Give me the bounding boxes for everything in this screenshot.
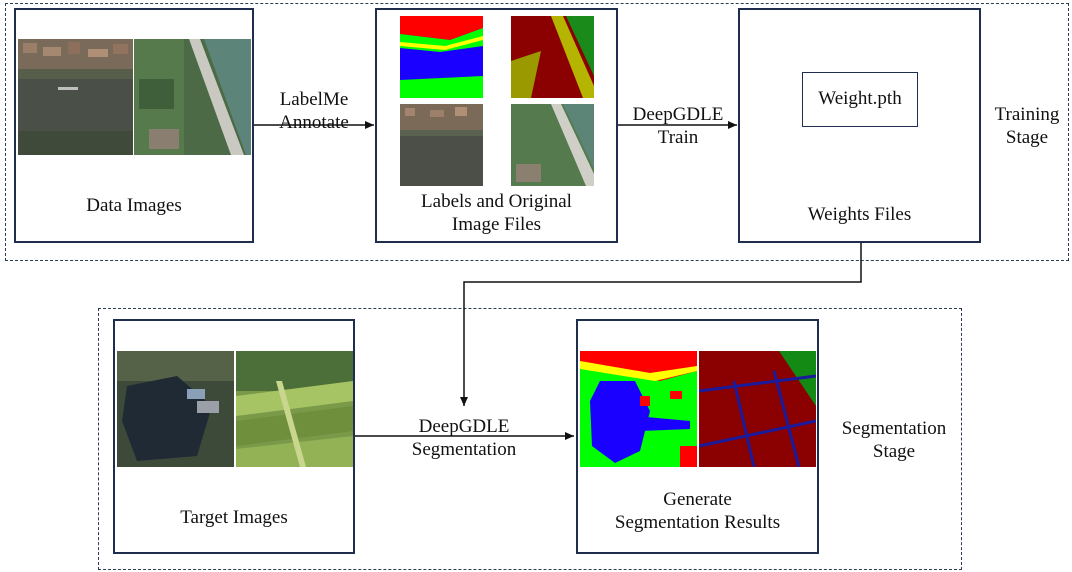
labels-caption-line2: Image Files bbox=[451, 213, 542, 235]
weight-file-label: Weight.pth bbox=[818, 88, 902, 109]
segment-label: DeepGDLE Segmentation bbox=[404, 416, 524, 462]
segmentation-stage-line1: Segmentation bbox=[841, 418, 947, 439]
training-stage-line2: Stage bbox=[1005, 126, 1049, 148]
segment-label-line1: DeepGDLE bbox=[418, 416, 510, 437]
segmentation-stage-line2: Stage bbox=[872, 440, 916, 462]
label-image-field bbox=[511, 16, 594, 98]
training-stage-label: Training Stage bbox=[985, 104, 1069, 150]
result-image-lake bbox=[580, 351, 697, 467]
weight-file-box bbox=[802, 72, 918, 127]
annotate-label-line2: Annotate bbox=[279, 111, 349, 133]
segmentation-stage-label: Segmentation Stage bbox=[826, 418, 962, 464]
data-images-caption: Data Images bbox=[86, 195, 182, 216]
target-image-lake bbox=[117, 351, 234, 467]
data-image-field bbox=[134, 39, 251, 155]
annotate-label: LabelMe Annotate bbox=[254, 89, 374, 135]
target-image-fields bbox=[236, 351, 353, 467]
results-caption-line2: Segmentation Results bbox=[614, 511, 781, 533]
annotate-label-line1: LabelMe bbox=[279, 89, 349, 110]
train-label-line1: DeepGDLE bbox=[632, 104, 724, 125]
data-image-river bbox=[18, 39, 133, 155]
labels-caption: Labels and Original Image Files bbox=[375, 191, 618, 237]
label-image-river bbox=[400, 16, 483, 98]
arrow-weights-to-segmentation bbox=[460, 243, 862, 406]
weights-caption: Weights Files bbox=[807, 204, 912, 225]
results-caption-line1: Generate bbox=[663, 489, 732, 510]
results-caption: Generate Segmentation Results bbox=[576, 489, 819, 535]
train-label: DeepGDLE Train bbox=[618, 104, 738, 150]
original-image-river bbox=[400, 104, 483, 186]
target-images-caption: Target Images bbox=[180, 507, 288, 528]
train-label-line2: Train bbox=[657, 126, 699, 148]
training-stage-container bbox=[5, 3, 1069, 261]
segment-label-line2: Segmentation bbox=[411, 438, 517, 460]
training-stage-line1: Training bbox=[994, 104, 1060, 125]
segmentation-stage-container bbox=[98, 308, 962, 570]
labels-caption-line1: Labels and Original bbox=[421, 191, 572, 212]
result-image-fields bbox=[699, 351, 816, 467]
original-image-field bbox=[511, 104, 594, 186]
